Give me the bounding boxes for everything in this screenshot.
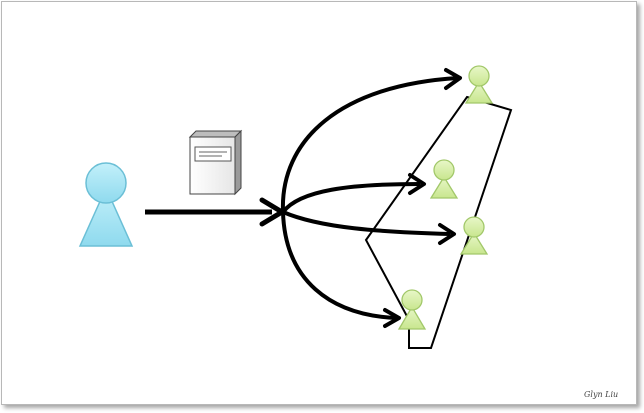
arrow-to-receiver-2	[281, 182, 421, 214]
arrow-to-receiver-1	[280, 76, 459, 213]
receiver-group-outline	[364, 95, 513, 349]
arrow-head-receiver-4	[383, 308, 401, 328]
receiver-person-icon-1	[464, 65, 494, 104]
author-signature: Glyn Liu	[584, 390, 619, 399]
arrow-head-receiver-3	[438, 223, 456, 245]
arrow-head-receiver-1	[444, 68, 462, 90]
receiver-person-icon-3	[459, 216, 489, 255]
document-server-icon	[188, 129, 243, 196]
receiver-person-icon-2	[429, 159, 459, 199]
arrow-to-receiver-4	[281, 211, 397, 320]
arrow-to-receiver-3	[282, 210, 451, 236]
sender-person-icon	[78, 162, 134, 247]
receiver-person-icon-4	[397, 289, 427, 330]
arrow-head-receiver-2	[408, 173, 426, 195]
